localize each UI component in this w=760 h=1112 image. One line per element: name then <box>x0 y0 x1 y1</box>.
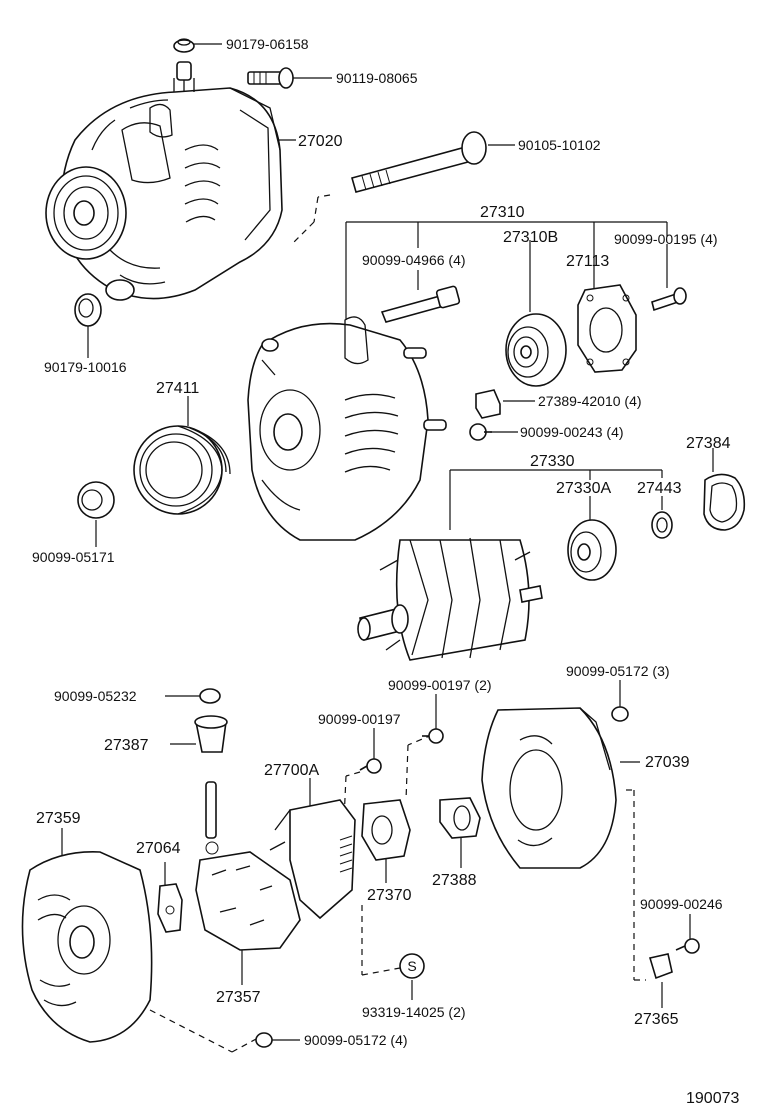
label-27443: 27443 <box>637 480 682 497</box>
s-symbol-text: S <box>407 958 416 974</box>
label-27387: 27387 <box>104 737 149 754</box>
label-90099-00195: 90099-00195 (4) <box>614 231 718 247</box>
washer-27443-drawing <box>651 511 673 539</box>
stud-90099-04966-drawing <box>380 285 461 323</box>
nut-90179-06158-drawing <box>173 38 195 53</box>
label-90099-00243: 90099-00243 (4) <box>520 424 624 440</box>
regulator-27700A-drawing <box>269 799 356 920</box>
part-labels: 90179-06158 90119-08065 27020 90105-1010… <box>32 36 739 1107</box>
label-27389-42010: 27389-42010 (4) <box>538 393 642 409</box>
rectifier-27357-drawing <box>195 781 301 951</box>
label-90099-05171: 90099-05171 <box>32 549 115 565</box>
label-27039: 27039 <box>645 754 690 771</box>
nut-90099-05172-3-drawing <box>611 706 629 722</box>
nut-90099-05232-drawing <box>199 688 221 704</box>
label-27310B: 27310B <box>503 229 558 246</box>
label-27700A: 27700A <box>264 762 319 779</box>
label-27365: 27365 <box>634 1011 679 1028</box>
label-27330: 27330 <box>530 453 575 470</box>
figure-number: 190073 <box>686 1090 739 1107</box>
pulley-27411-drawing <box>133 425 231 515</box>
bushing-27387-drawing <box>194 715 228 753</box>
insulator-27389-42010-drawing <box>475 389 501 419</box>
screw-90099-00195-drawing <box>651 287 687 312</box>
label-27370: 27370 <box>367 887 412 904</box>
s-symbol: S <box>399 953 425 979</box>
label-90099-00197: 90099-00197 <box>318 711 401 727</box>
label-27020: 27020 <box>298 133 343 150</box>
label-27388: 27388 <box>432 872 477 889</box>
label-90179-10016: 90179-10016 <box>44 359 127 375</box>
screw-90099-00243-drawing <box>469 423 492 441</box>
rotor-27330-drawing <box>357 537 543 661</box>
screw-90099-00197-2-drawing <box>422 728 444 744</box>
brush-holder-27370-drawing <box>361 799 411 861</box>
nut-90179-10016-drawing <box>74 293 102 327</box>
label-90099-00246: 90099-00246 <box>640 896 723 912</box>
label-27411: 27411 <box>156 380 199 397</box>
bearing-27310B-drawing <box>505 313 567 387</box>
terminal-27365-drawing <box>648 953 673 980</box>
cover-27384-drawing <box>703 473 746 531</box>
drive-end-frame-drawing <box>247 316 447 541</box>
label-90099-05232: 90099-05232 <box>54 688 137 704</box>
label-90099-00197-2: 90099-00197 (2) <box>388 677 492 693</box>
rear-end-frame-27359-drawing <box>21 851 153 1043</box>
label-90179-06158: 90179-06158 <box>226 36 309 52</box>
label-90099-05172-3: 90099-05172 (3) <box>566 663 670 679</box>
bolt-90099-00246-drawing <box>675 938 700 954</box>
rear-cover-27039-drawing <box>481 707 617 869</box>
screw-90099-00197-drawing <box>359 758 382 774</box>
bolt-90119-08065-drawing <box>247 67 294 89</box>
label-90105-10102: 90105-10102 <box>518 137 601 153</box>
label-90099-04966: 90099-04966 (4) <box>362 252 466 268</box>
label-27064: 27064 <box>136 840 181 857</box>
label-90119-08065: 90119-08065 <box>336 70 418 86</box>
nut-90099-05172-4-drawing <box>255 1032 273 1048</box>
label-27359: 27359 <box>36 810 81 827</box>
label-27384: 27384 <box>686 435 731 452</box>
alternator-assembly-27020-drawing <box>45 61 283 301</box>
bearing-27330A-drawing <box>567 519 617 581</box>
label-27113: 27113 <box>566 253 609 270</box>
label-27310: 27310 <box>480 204 525 221</box>
label-90099-05172-4: 90099-05172 (4) <box>304 1032 408 1048</box>
label-27357: 27357 <box>216 989 261 1006</box>
label-93319-14025: 93319-14025 (2) <box>362 1004 466 1020</box>
cover-27388-drawing <box>439 797 481 839</box>
label-27330A: 27330A <box>556 480 611 497</box>
bolt-90105-10102-drawing <box>351 131 487 193</box>
nut-90099-05171-drawing <box>77 481 115 519</box>
retainer-27113-drawing <box>577 284 637 373</box>
plate-27064-drawing <box>157 883 183 933</box>
